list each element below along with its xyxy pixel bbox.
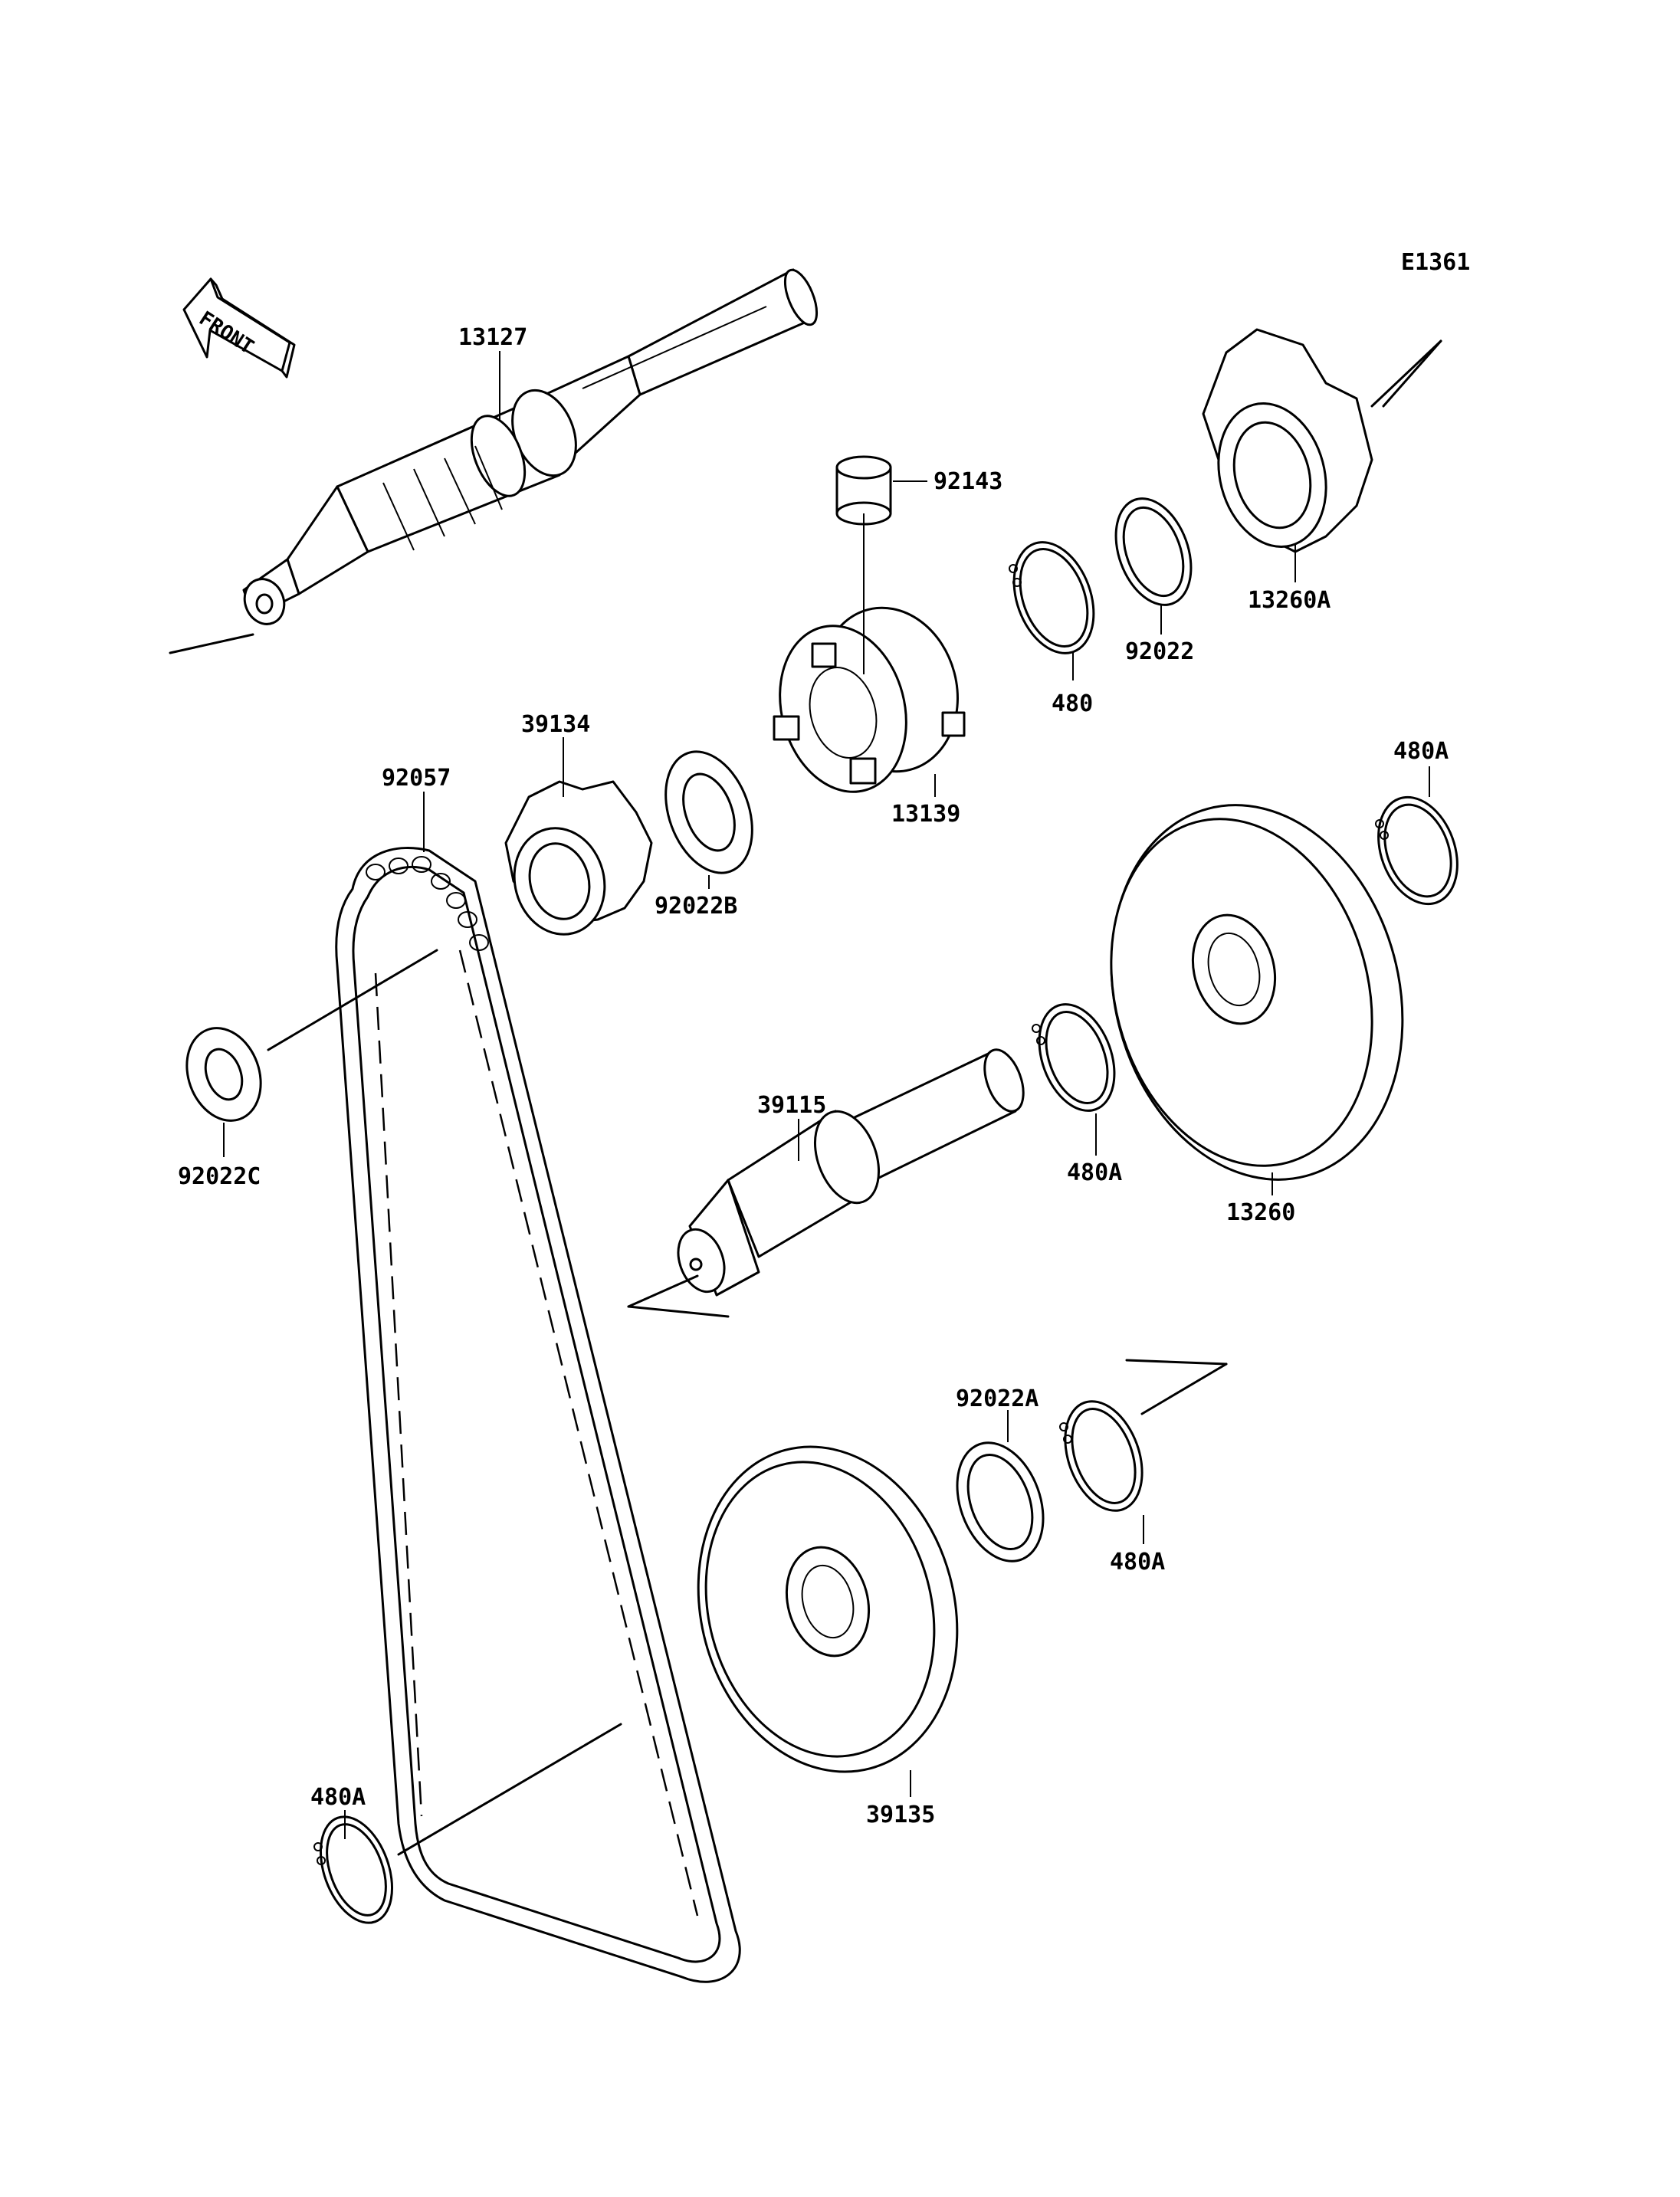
- sprocket-39135: [697, 1445, 959, 1773]
- diagram-code: E1361: [1401, 249, 1470, 276]
- label-92022b: 92022B: [655, 893, 737, 920]
- part-labels: 13127 92143 13260A 92022 480 13139 39134…: [178, 324, 1449, 1828]
- label-480: 480: [1052, 690, 1093, 717]
- leader-lines: [223, 351, 1430, 1839]
- spacer-collar: [835, 455, 892, 526]
- circlip-480a-mid: [1032, 1003, 1116, 1112]
- label-39135: 39135: [866, 1802, 935, 1828]
- circlip-480a-right: [1059, 1359, 1228, 1512]
- label-92143: 92143: [934, 468, 1002, 495]
- gear-13260a: [1202, 328, 1442, 553]
- countershaft: [627, 1048, 1025, 1318]
- label-92022: 92022: [1125, 638, 1194, 665]
- circlip-480a-bottom: [313, 1815, 394, 1924]
- label-13139: 13139: [891, 801, 960, 828]
- washer-92022b: [664, 750, 753, 874]
- label-92022c: 92022C: [178, 1163, 261, 1190]
- sprocket-39134: [504, 780, 653, 936]
- main-shaft: [169, 268, 819, 654]
- washer-92022c: [185, 1027, 262, 1122]
- front-arrow-icon: FRONT: [182, 277, 296, 379]
- label-39134: 39134: [521, 711, 590, 738]
- label-92022a: 92022A: [956, 1385, 1039, 1412]
- washer-92022: [1114, 497, 1193, 606]
- gear-13260: [1110, 804, 1404, 1181]
- label-39115: 39115: [757, 1092, 826, 1119]
- label-480a-top: 480A: [1393, 738, 1449, 765]
- label-92057: 92057: [382, 765, 451, 792]
- circlip-480a-top: [1375, 795, 1459, 906]
- label-480a-mid: 480A: [1067, 1159, 1122, 1186]
- label-13260a: 13260A: [1248, 587, 1331, 614]
- label-480a-right: 480A: [1110, 1549, 1165, 1576]
- shift-drum: [773, 606, 966, 793]
- circlip-480: [1009, 541, 1095, 654]
- label-13260: 13260: [1226, 1199, 1295, 1226]
- label-13127: 13127: [458, 324, 527, 351]
- label-480a-bottom: 480A: [310, 1784, 366, 1811]
- washer-92022a: [956, 1441, 1045, 1562]
- drive-chain: [267, 847, 741, 1983]
